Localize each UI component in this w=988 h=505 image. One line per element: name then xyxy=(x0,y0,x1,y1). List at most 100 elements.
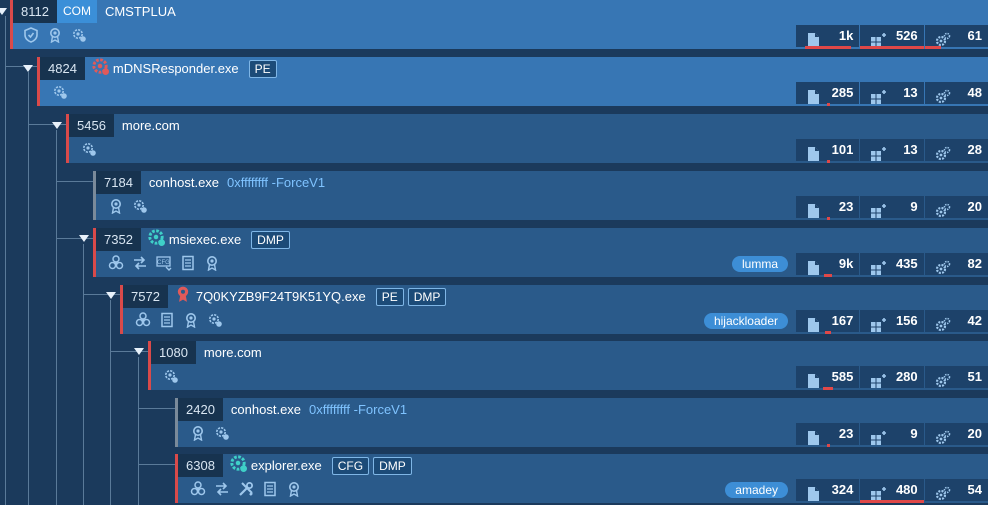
expand-toggle[interactable] xyxy=(23,65,33,72)
stat-registry[interactable]: 9 xyxy=(860,423,924,445)
process-pid: 7572 xyxy=(123,285,168,308)
gear-bug-icon[interactable] xyxy=(163,368,179,384)
stat-files-value: 9k xyxy=(838,256,854,271)
exchange-icon[interactable] xyxy=(132,255,148,271)
stat-modules[interactable]: 20 xyxy=(924,423,988,445)
stat-files[interactable]: 324 xyxy=(796,479,860,501)
teal-gear-icon xyxy=(147,228,165,251)
stat-registry-value: 156 xyxy=(895,313,918,328)
process-name: conhost.exe xyxy=(148,175,220,190)
biohazard-icon[interactable] xyxy=(108,255,124,271)
process-tag[interactable]: CFG xyxy=(331,456,370,475)
stat-registry[interactable]: 435 xyxy=(860,253,924,275)
stat-files-value: 1k xyxy=(838,28,854,43)
activity-bar xyxy=(860,46,925,49)
process-tag[interactable]: DMP xyxy=(251,230,290,249)
gear-bug-icon[interactable] xyxy=(71,27,87,43)
stat-files-value: 23 xyxy=(838,426,854,441)
stat-modules[interactable]: 61 xyxy=(924,25,988,49)
process-tag[interactable]: DMP xyxy=(373,456,412,475)
stat-registry[interactable]: 526 xyxy=(860,25,925,49)
process-args: 0xffffffff -ForceV1 xyxy=(227,175,326,190)
gear-bug-icon[interactable] xyxy=(207,312,223,328)
document-icon[interactable] xyxy=(262,481,278,497)
malware-family-label[interactable]: hijackloader xyxy=(703,313,788,329)
activity-bar xyxy=(924,46,941,49)
badge-icon[interactable] xyxy=(108,198,124,214)
stat-registry[interactable]: 280 xyxy=(860,366,924,388)
stat-modules[interactable]: 20 xyxy=(924,196,988,218)
biohazard-icon[interactable] xyxy=(190,481,206,497)
process-stats: 1k 526 61 xyxy=(796,25,988,49)
process-tag[interactable]: PE xyxy=(248,59,277,78)
stat-files[interactable]: 101 xyxy=(796,139,860,163)
stat-modules[interactable]: 54 xyxy=(924,479,988,501)
stat-modules-value: 28 xyxy=(967,142,982,157)
badge-icon[interactable] xyxy=(183,312,199,328)
stat-modules[interactable]: 48 xyxy=(924,82,988,104)
process-name: conhost.exe xyxy=(230,402,302,417)
tree-connector-line xyxy=(28,124,66,125)
stat-modules[interactable]: 42 xyxy=(924,310,988,332)
expand-toggle[interactable] xyxy=(134,348,144,355)
document-icon[interactable] xyxy=(180,255,196,271)
expand-toggle[interactable] xyxy=(52,122,62,129)
malware-family-label[interactable]: lumma xyxy=(731,256,788,272)
badge-icon[interactable] xyxy=(286,481,302,497)
stat-files[interactable]: 23 xyxy=(796,196,860,220)
biohazard-icon[interactable] xyxy=(135,312,151,328)
gear-bug-icon[interactable] xyxy=(132,198,148,214)
gear-bug-icon[interactable] xyxy=(52,84,68,100)
stat-files[interactable]: 9k xyxy=(796,253,860,277)
process-tag[interactable]: DMP xyxy=(407,287,447,306)
stat-modules-value: 61 xyxy=(967,28,982,43)
stat-files[interactable]: 585 xyxy=(796,366,860,390)
expand-toggle[interactable] xyxy=(106,292,116,299)
gear-bug-icon[interactable] xyxy=(81,141,97,157)
stat-files[interactable]: 23 xyxy=(796,423,860,447)
stat-registry[interactable]: 13 xyxy=(860,82,924,104)
stat-registry[interactable]: 156 xyxy=(860,310,924,332)
badge-icon[interactable] xyxy=(204,255,220,271)
malware-family-label[interactable]: amadey xyxy=(725,482,788,498)
stat-registry[interactable]: 480 xyxy=(860,479,925,503)
stat-registry-value: 435 xyxy=(895,256,918,271)
cfg-icon[interactable]: CFG xyxy=(156,255,172,271)
stat-files[interactable]: 1k xyxy=(796,25,860,49)
stat-files[interactable]: 285 xyxy=(796,82,860,106)
tree-connector-line xyxy=(138,464,175,465)
badge-icon[interactable] xyxy=(190,425,206,441)
expand-toggle[interactable] xyxy=(0,8,7,15)
stat-modules[interactable]: 82 xyxy=(924,253,988,275)
expand-toggle[interactable] xyxy=(79,235,89,242)
process-name: mDNSResponder.exe xyxy=(112,61,239,76)
process-indicators xyxy=(23,25,87,45)
stat-registry[interactable]: 9 xyxy=(860,196,924,218)
badge-icon[interactable] xyxy=(47,27,63,43)
shield-icon[interactable] xyxy=(23,27,39,43)
stat-modules[interactable]: 28 xyxy=(924,139,988,161)
exchange-icon[interactable] xyxy=(214,481,230,497)
document-icon[interactable] xyxy=(159,312,175,328)
process-tag[interactable]: PE xyxy=(375,287,404,306)
stat-registry[interactable]: 13 xyxy=(860,139,924,161)
stat-files[interactable]: 167 xyxy=(796,310,860,334)
gear-bug-icon[interactable] xyxy=(214,425,230,441)
tools-icon[interactable] xyxy=(238,481,254,497)
stat-modules[interactable]: 51 xyxy=(924,366,988,388)
